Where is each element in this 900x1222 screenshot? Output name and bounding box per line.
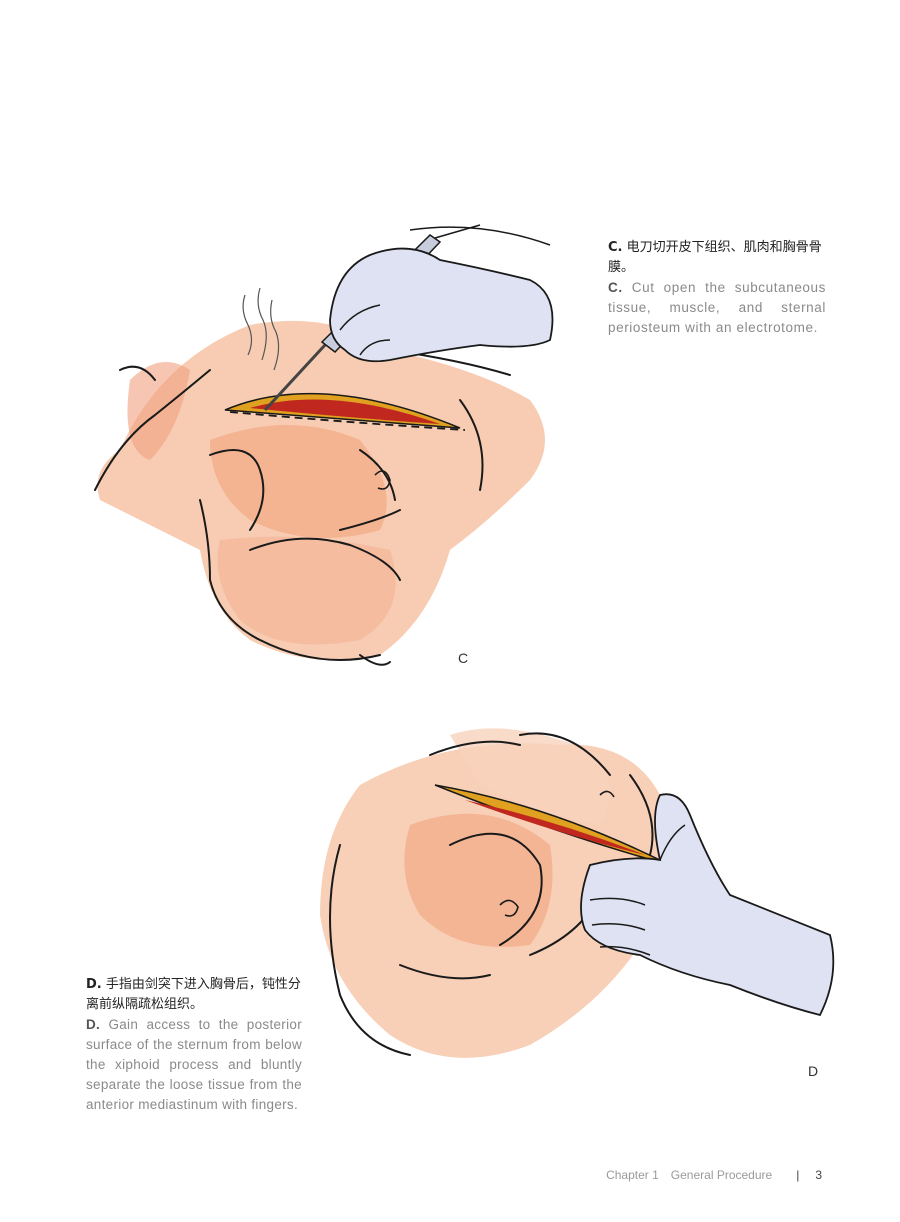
footer-separator: | [796,1168,800,1182]
torso-outline-d [329,732,654,1056]
caption-d-english: D. Gain access to the posterior surface … [86,1015,302,1115]
caption-c-en-text: Cut open the subcutaneous tissue, muscle… [608,280,826,335]
nipple [374,470,391,490]
caption-d-en-text: Gain access to the posterior surface of … [86,1017,302,1112]
footer-chapter: Chapter 1 [606,1168,659,1182]
caption-d-zh-label: D. [86,977,102,992]
page-footer: Chapter 1 General Procedure | 3 [606,1168,822,1182]
figure-label-c: C [458,650,469,666]
incision [224,393,466,431]
nipple-d [499,790,615,917]
illustration-d-blunt-dissection [320,728,835,1058]
footer-section: General Procedure [670,1168,773,1182]
smoke-plume [242,287,280,371]
page-number: 3 [815,1168,822,1182]
caption-c-zh-text: 电刀切开皮下组织、肌肉和胸骨骨膜。 [608,240,822,275]
figure-label-d: D [808,1063,819,1079]
torso-outline [94,349,511,666]
caption-c-en-label: C. [608,280,623,295]
caption-c-chinese: C. 电刀切开皮下组织、肌肉和胸骨骨膜。 [608,238,826,278]
caption-d-chinese: D. 手指由剑突下进入胸骨后，钝性分离前纵隔疏松组织。 [86,975,302,1015]
caption-d-zh-text: 手指由剑突下进入胸骨后，钝性分离前纵隔疏松组织。 [86,977,301,1012]
caption-d: D. 手指由剑突下进入胸骨后，钝性分离前纵隔疏松组织。 D. Gain acce… [86,975,302,1115]
gloved-hand-d [580,793,835,1017]
caption-c-english: C. Cut open the subcutaneous tissue, mus… [608,278,826,338]
illustration-c-electrotome-incision [94,224,554,666]
caption-c: C. 电刀切开皮下组织、肌肉和胸骨骨膜。 C. Cut open the sub… [608,238,826,338]
caption-d-en-label: D. [86,1017,101,1032]
gloved-hand-c [329,226,554,363]
torso-skin [97,320,545,660]
caption-c-zh-label: C. [608,240,623,255]
